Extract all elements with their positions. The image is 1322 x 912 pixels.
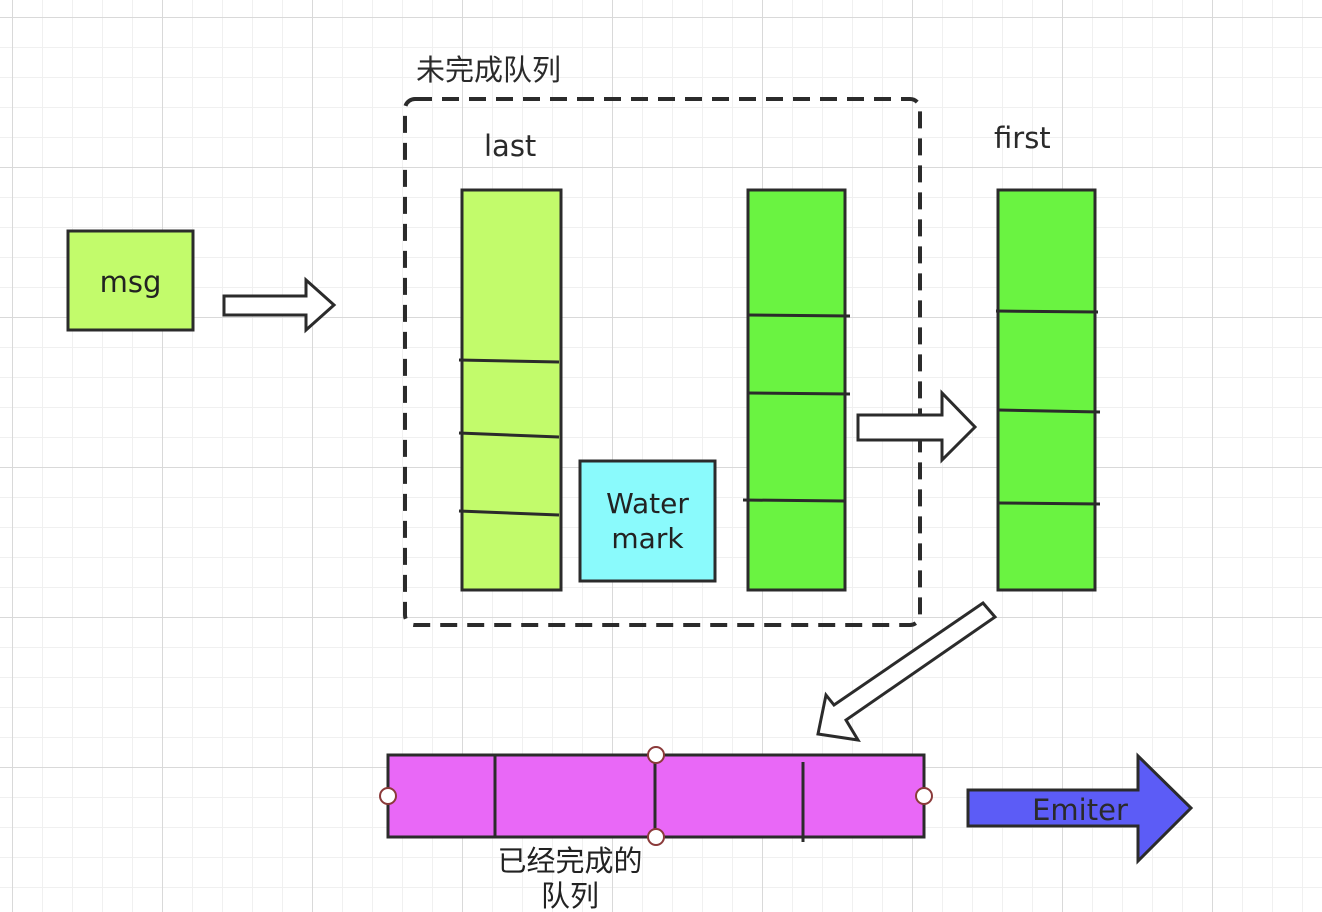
completed-queue-bar[interactable] (379, 746, 933, 846)
completed-queue-label-line1: 已经完成的 (497, 844, 643, 878)
watermark-label-line1: Water (606, 487, 689, 520)
selection-handle[interactable] (915, 787, 933, 805)
selection-handle[interactable] (647, 828, 665, 846)
first-column-divider (997, 408, 1101, 414)
last-column-label: last (484, 129, 537, 163)
inner-column-divider (747, 313, 851, 318)
first-column-divider (995, 309, 1099, 314)
selection-handle[interactable] (647, 746, 665, 764)
emiter-arrow[interactable] (966, 752, 1194, 865)
msg-label: msg (99, 265, 162, 299)
last-column[interactable] (458, 188, 563, 592)
emiter-label: Emiter (1032, 793, 1128, 827)
first-to-completed-arrow (816, 601, 998, 742)
last-column-divider (458, 431, 560, 439)
uncompleted-queue-title: 未完成队列 (416, 53, 562, 87)
last-column-divider (458, 509, 560, 517)
inner-column-divider (747, 391, 851, 396)
msg-box[interactable] (66, 229, 195, 332)
completed-queue-label-line2: 队列 (540, 879, 599, 912)
inner-column-divider (742, 498, 846, 503)
selection-handle[interactable] (379, 787, 397, 805)
watermark-box[interactable] (578, 459, 717, 583)
last-column-divider (458, 358, 560, 364)
msg-to-queue-arrow (222, 276, 337, 334)
first-column-label: first (994, 121, 1051, 155)
inner-to-first-arrow (856, 389, 978, 464)
first-column-divider (997, 501, 1101, 506)
uncompleted-queue-container (403, 97, 922, 627)
inner-green-column[interactable] (742, 188, 851, 592)
first-column[interactable] (995, 188, 1101, 592)
watermark-label-line2: mark (611, 522, 684, 555)
